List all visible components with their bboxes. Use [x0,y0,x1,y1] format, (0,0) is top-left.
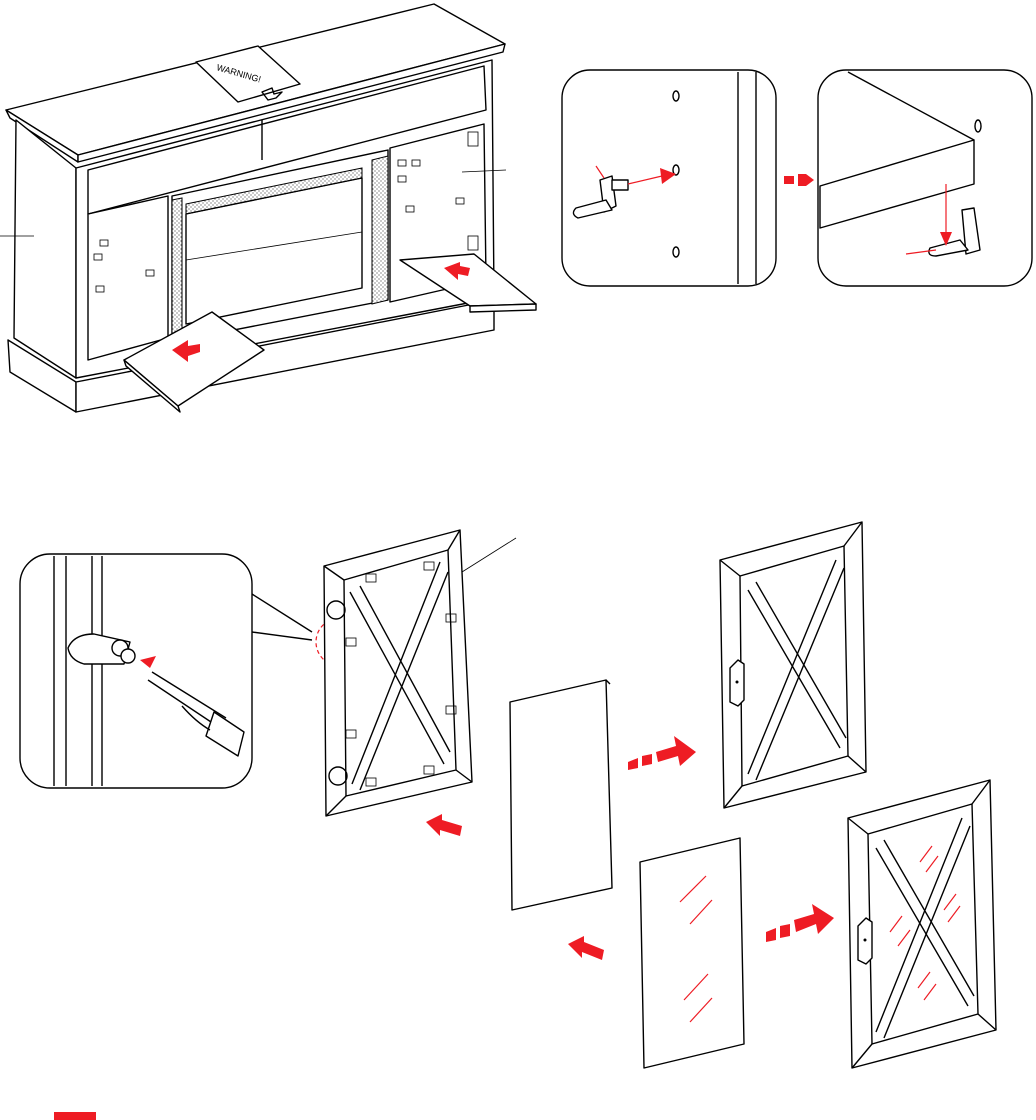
assembled-glass-door [848,780,996,1068]
cabinet-illustration: WARNING! [0,4,536,412]
shelf-pin-seated-detail [818,70,1032,286]
shelf-pin-detail [562,70,776,286]
door-frame [324,530,516,836]
assembled-wood-door [720,522,866,808]
hinge-screw-detail [20,554,312,788]
